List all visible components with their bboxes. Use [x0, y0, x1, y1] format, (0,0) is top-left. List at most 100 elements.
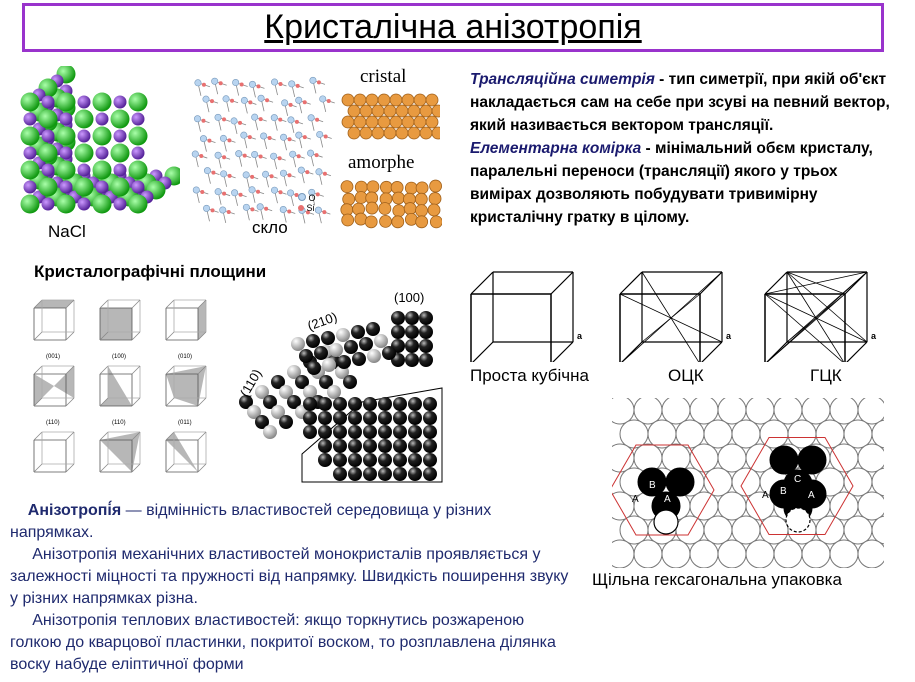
nacl-atom [131, 180, 145, 194]
glass-si-atom [322, 210, 327, 215]
plane-sphere [336, 328, 350, 342]
glass-o-atom [214, 151, 222, 159]
miller-cube: (111) [33, 431, 75, 473]
fcc-label: ГЦК [810, 366, 842, 385]
plane-sphere [287, 395, 301, 409]
glass-o-atom [279, 205, 287, 213]
cube-edge [165, 331, 175, 341]
nacl-atom [38, 109, 58, 129]
block-outline [301, 387, 443, 483]
cube-edge [33, 463, 43, 473]
cube-edge [165, 397, 175, 407]
hcp-sphere-a [633, 443, 663, 473]
copper-sphere [354, 191, 368, 204]
plane-sphere [303, 425, 317, 439]
plane-sphere [333, 397, 347, 411]
glass-si-atom [201, 118, 206, 123]
miller-planes-grid: (001)(100)(010)(110)(110)(011)(111)(111)… [33, 299, 207, 473]
glass-si-atom [264, 206, 269, 211]
glass-si-atom [238, 120, 243, 125]
hcp-sphere-a [619, 419, 649, 449]
nacl-atom [74, 109, 94, 129]
cell-definition: Елементарна комірка - мінімальний обєм к… [470, 137, 895, 229]
copper-sphere [414, 192, 428, 206]
miller-index-label: (010) [178, 354, 192, 360]
planes-heading: Кристалографічні площини [34, 262, 267, 281]
hcp-sphere-a [829, 443, 859, 473]
plane-sphere [393, 425, 407, 439]
plane-sphere [247, 405, 261, 419]
plane-sphere [333, 439, 347, 453]
glass-si-atom [278, 117, 283, 122]
glass-si-atom [222, 117, 227, 122]
plane-sphere [391, 311, 405, 325]
lattice-diagonal [786, 271, 846, 295]
plane-sphere [348, 411, 362, 425]
nacl-atom [41, 163, 55, 177]
nacl-atom [74, 177, 94, 197]
nacl-atom [95, 146, 109, 160]
hcp-sphere-a [759, 419, 789, 449]
cristal-spheres-image [341, 93, 440, 140]
hcp-sphere-a [829, 539, 859, 568]
glass-o-atom [271, 186, 279, 194]
nacl-atom [56, 126, 76, 146]
glass-si-atom [269, 174, 274, 179]
glass-o-atom [194, 115, 202, 123]
glass-o-atom [315, 168, 323, 176]
nacl-atom [128, 194, 148, 214]
lattice-edge [766, 341, 788, 362]
plane-sphere [423, 411, 437, 425]
hcp-sphere-a [731, 515, 761, 545]
glass-si-atom [265, 98, 270, 103]
cube-edge [197, 431, 207, 441]
glass-o-atom [295, 96, 303, 104]
glass-si-atom [278, 190, 283, 195]
plane-sphere [303, 385, 317, 399]
lattice-edge [764, 271, 788, 295]
cell-term: Елементарна комірка [470, 140, 642, 157]
plane-sphere [378, 467, 392, 481]
glass-o-atom [248, 80, 256, 88]
miller-plane [166, 366, 206, 406]
cell-text: - мінімальний обєм кристалу, паралельні … [470, 140, 873, 226]
copper-sphere [415, 215, 429, 229]
copper-sphere [395, 104, 409, 118]
hcp-sphere-b [797, 445, 827, 475]
anisotropy-term: Анізотропі́я [27, 502, 122, 519]
nacl-atom [92, 160, 112, 180]
plane-sphere [318, 439, 332, 453]
cube-edge [197, 299, 207, 309]
plane-sphere [393, 397, 407, 411]
nacl-atom [20, 160, 40, 180]
miller-cube: (110) [99, 365, 141, 426]
miller-plane [34, 366, 74, 406]
plane-sphere [391, 325, 405, 339]
glass-si-atom [288, 102, 293, 107]
hcp-sphere-a [801, 398, 831, 425]
copper-sphere [365, 93, 379, 107]
plane-sphere [333, 467, 347, 481]
plane-sphere [344, 340, 358, 354]
copper-sphere [341, 213, 355, 227]
plane-sphere [279, 415, 293, 429]
nacl-atom [110, 109, 130, 129]
nacl-atom [128, 126, 148, 146]
hcp-sphere-a [871, 467, 884, 497]
cube-edge [33, 431, 43, 441]
cubic-lattices-image: aaaaaaaaa [470, 271, 877, 362]
translation-definition: Трансляційна симетрія - тип симетрії, пр… [470, 68, 895, 137]
plane-sphere [351, 325, 365, 339]
plane-sphere [382, 346, 396, 360]
glass-o-atom [202, 95, 210, 103]
miller-plane [34, 300, 74, 308]
glass-si-atom [258, 154, 263, 159]
copper-sphere [390, 181, 404, 194]
glass-o-atom [260, 132, 268, 140]
hcp-sphere-c [785, 507, 811, 533]
anisotropy-block: Анізотропі́я — відмінність властивостей … [10, 500, 575, 676]
nacl-atom [92, 194, 112, 214]
glass-si-atom [250, 174, 255, 179]
cube-edge [197, 397, 207, 407]
plane-sphere [408, 453, 422, 467]
